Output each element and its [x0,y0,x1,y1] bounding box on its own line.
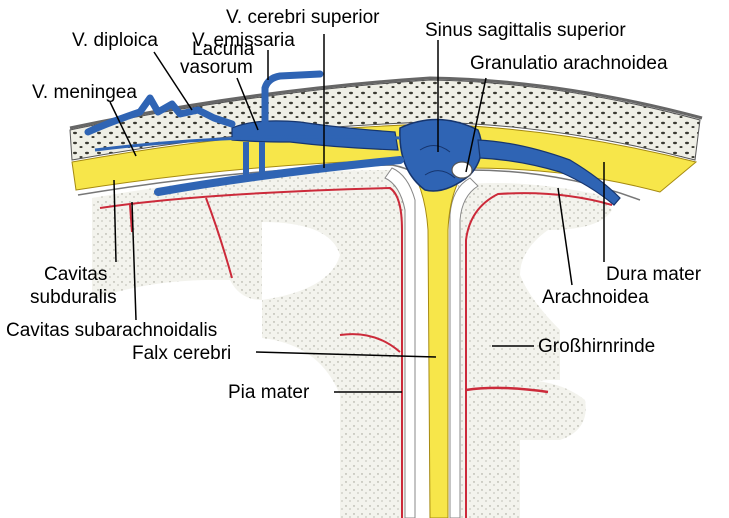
label-v-cerebri-superior: V. cerebri superior [226,7,380,28]
label-falx-cerebri: Falx cerebri [132,343,231,364]
vena-emissaria [261,70,324,132]
label-sinus-sagittalis-superior: Sinus sagittalis superior [425,20,626,41]
leader-v-meningea [109,101,137,157]
label-cavitas-subduralis-line1: Cavitas [44,264,107,285]
vena-cerebri-superior [154,156,404,196]
leader-granulatio [465,77,487,173]
vena-diploica [84,94,236,136]
cortex-left [92,170,410,518]
arachnoid-granulation [451,161,473,179]
cortex-right-fold [520,380,586,440]
label-v-meningea: V. meningea [32,82,137,103]
leader-v-diploica [153,51,193,111]
label-cavitas-subarachnoidalis: Cavitas subarachnoidalis [6,320,217,341]
label-v-emissaria: V. emissaria [192,30,295,51]
sinus-inner-folds [419,145,456,179]
subarachnoid-space-left [384,167,416,518]
pia-vessel-4 [129,204,133,233]
label-arachnoidea: Arachnoidea [542,287,649,308]
label-lacuna-line2: vasorum [180,57,253,78]
leader-cavitas-subarachnoidalis [131,201,137,321]
pia-vessel-2 [205,197,233,279]
label-grosshirnrinde: Großhirnrinde [538,336,655,357]
pia-vessel-5 [465,192,613,518]
label-cavitas-subduralis-line2: subduralis [30,287,117,308]
leader-falx [255,351,437,358]
label-dura-mater: Dura mater [606,264,702,285]
pia-vessel-6 [465,386,549,394]
leader-lacuna [236,77,259,131]
label-pia-mater: Pia mater [228,382,310,403]
label-granulatio-arachnoidea: Granulatio arachnoidea [470,53,668,74]
pia-vessel-1 [99,186,403,518]
vena-meningea [94,135,401,152]
leader-cavitas-subduralis [113,179,117,263]
cortex-right [455,183,612,518]
pia-vessel-3 [339,333,401,353]
leader-arachnoidea [557,187,573,286]
subarachnoid-space-right [449,177,479,518]
label-v-diploica: V. diploica [72,30,158,51]
lacuna-right [477,139,621,206]
label-lacuna-line1: Lacuna [192,39,255,60]
